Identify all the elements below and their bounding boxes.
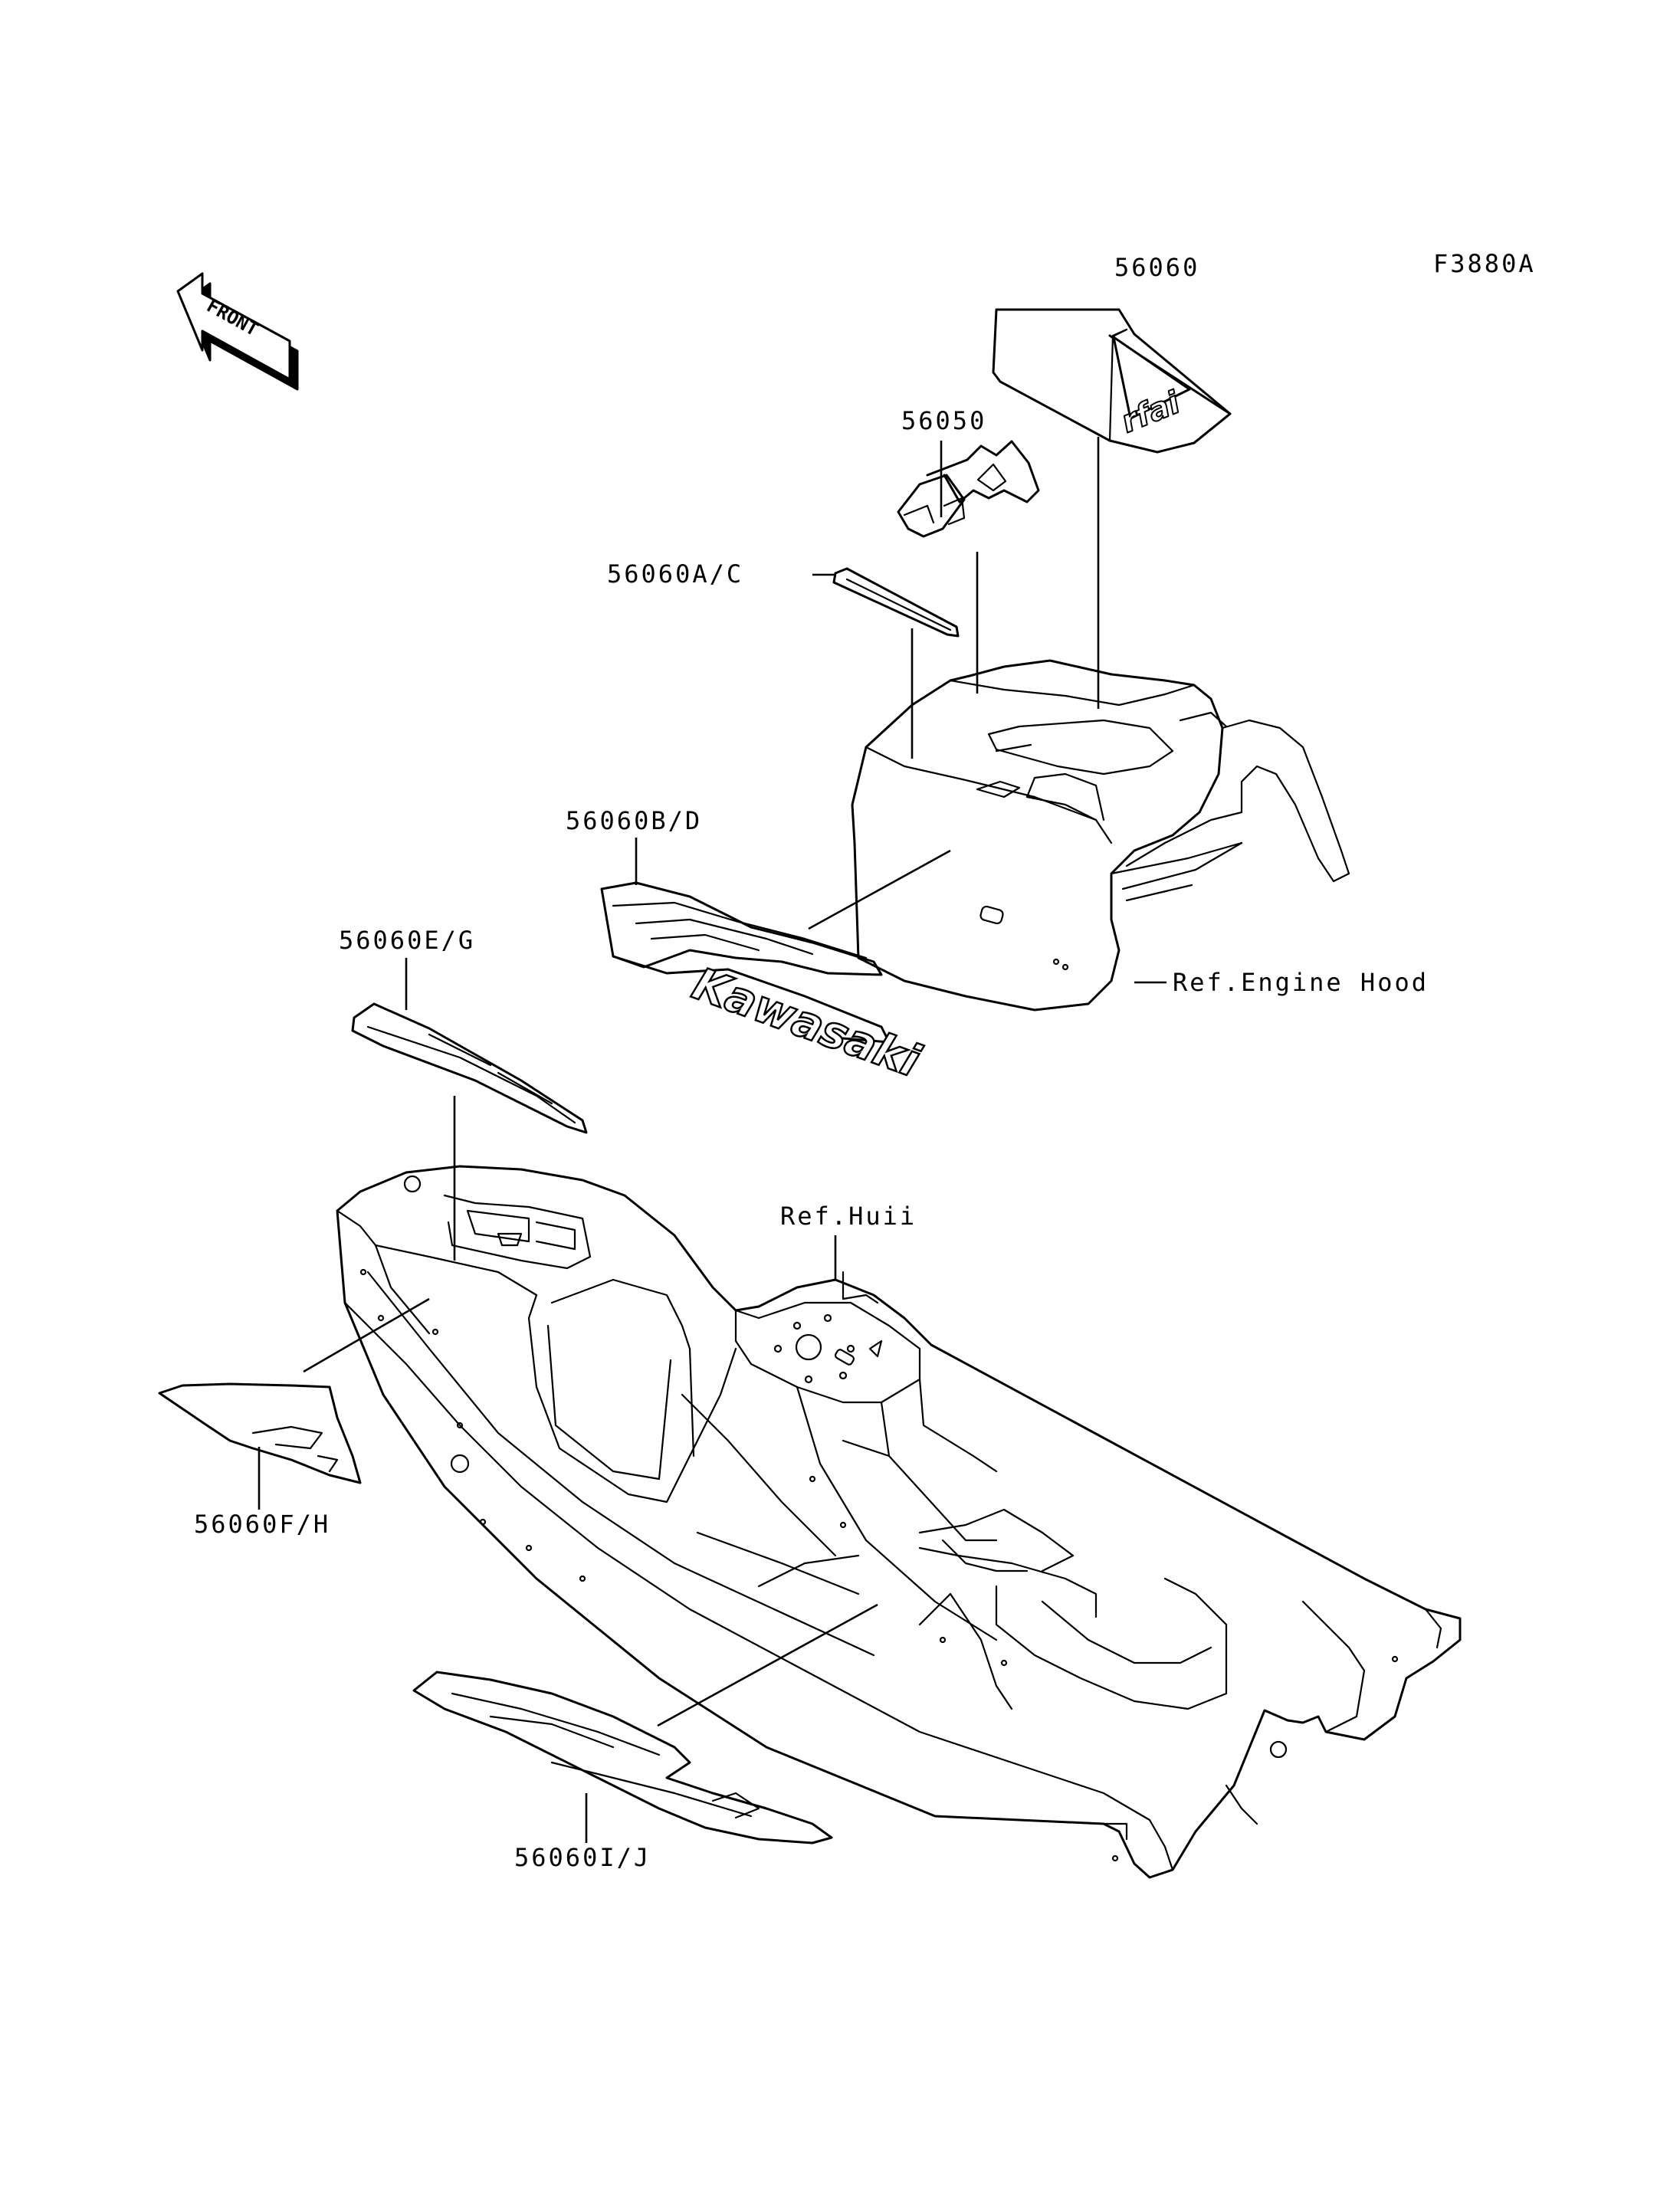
decal-kawasaki-text: Kawasaki	[686, 957, 927, 1087]
figure-code: F3880A	[1433, 249, 1536, 278]
label-56050: 56050	[901, 406, 986, 435]
label-56060bd: 56060B/D	[566, 806, 702, 835]
hull	[336, 1165, 1462, 1879]
front-arrow-icon: FRONT	[176, 272, 299, 391]
label-56060eg: 56060E/G	[339, 926, 475, 955]
label-hull: Ref.Huii	[780, 1202, 917, 1231]
label-56060fh: 56060F/H	[194, 1510, 330, 1539]
decal-56060bd: Kawasaki	[600, 881, 928, 1088]
decal-56060eg	[351, 1002, 588, 1134]
decal-56060ac	[832, 567, 960, 638]
decal-56050	[897, 440, 1040, 538]
decal-56060fh	[158, 1382, 362, 1484]
label-56060ij: 56060I/J	[514, 1843, 651, 1872]
label-56060ac: 56060A/C	[607, 559, 743, 589]
label-56060: 56060	[1114, 253, 1199, 282]
decal-56060: rfai	[992, 308, 1232, 454]
label-engine-hood: Ref.Engine Hood	[1173, 968, 1429, 997]
decal-56060ij	[412, 1671, 833, 1844]
engine-hood	[851, 659, 1350, 1012]
